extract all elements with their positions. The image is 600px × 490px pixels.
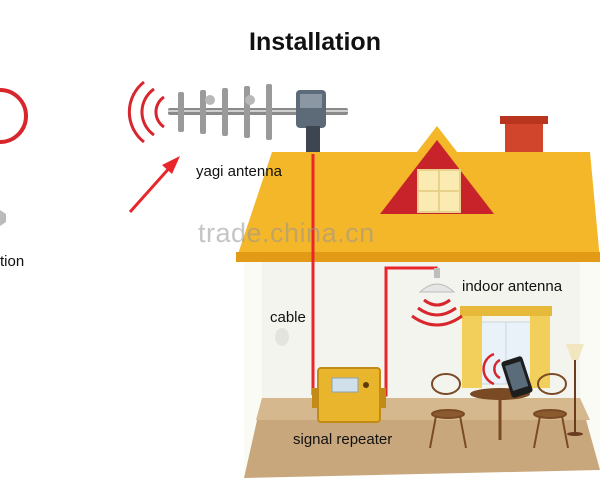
indoor-antenna-label: indoor antenna [462,278,563,295]
yagi-antenna-label: yagi antenna [196,163,282,180]
house [236,116,600,478]
page-title: Installation [249,28,381,56]
mobile-phone-icon [501,356,533,398]
yagi-antenna-icon [168,84,348,154]
signal-repeater-label: signal repeater [293,431,393,448]
phone-signal-waves-icon [482,352,501,386]
base-station-label: tion [0,253,25,270]
yagi-signal-waves-icon [127,80,165,144]
arrow-icon [128,156,180,213]
signal-repeater-icon [312,367,386,423]
indoor-signal-waves-icon [411,298,463,327]
base-station-icon [0,88,28,226]
cable-label: cable [270,309,306,326]
indoor-antenna-icon [418,268,456,293]
watermark: trade.china.cn [198,218,375,248]
